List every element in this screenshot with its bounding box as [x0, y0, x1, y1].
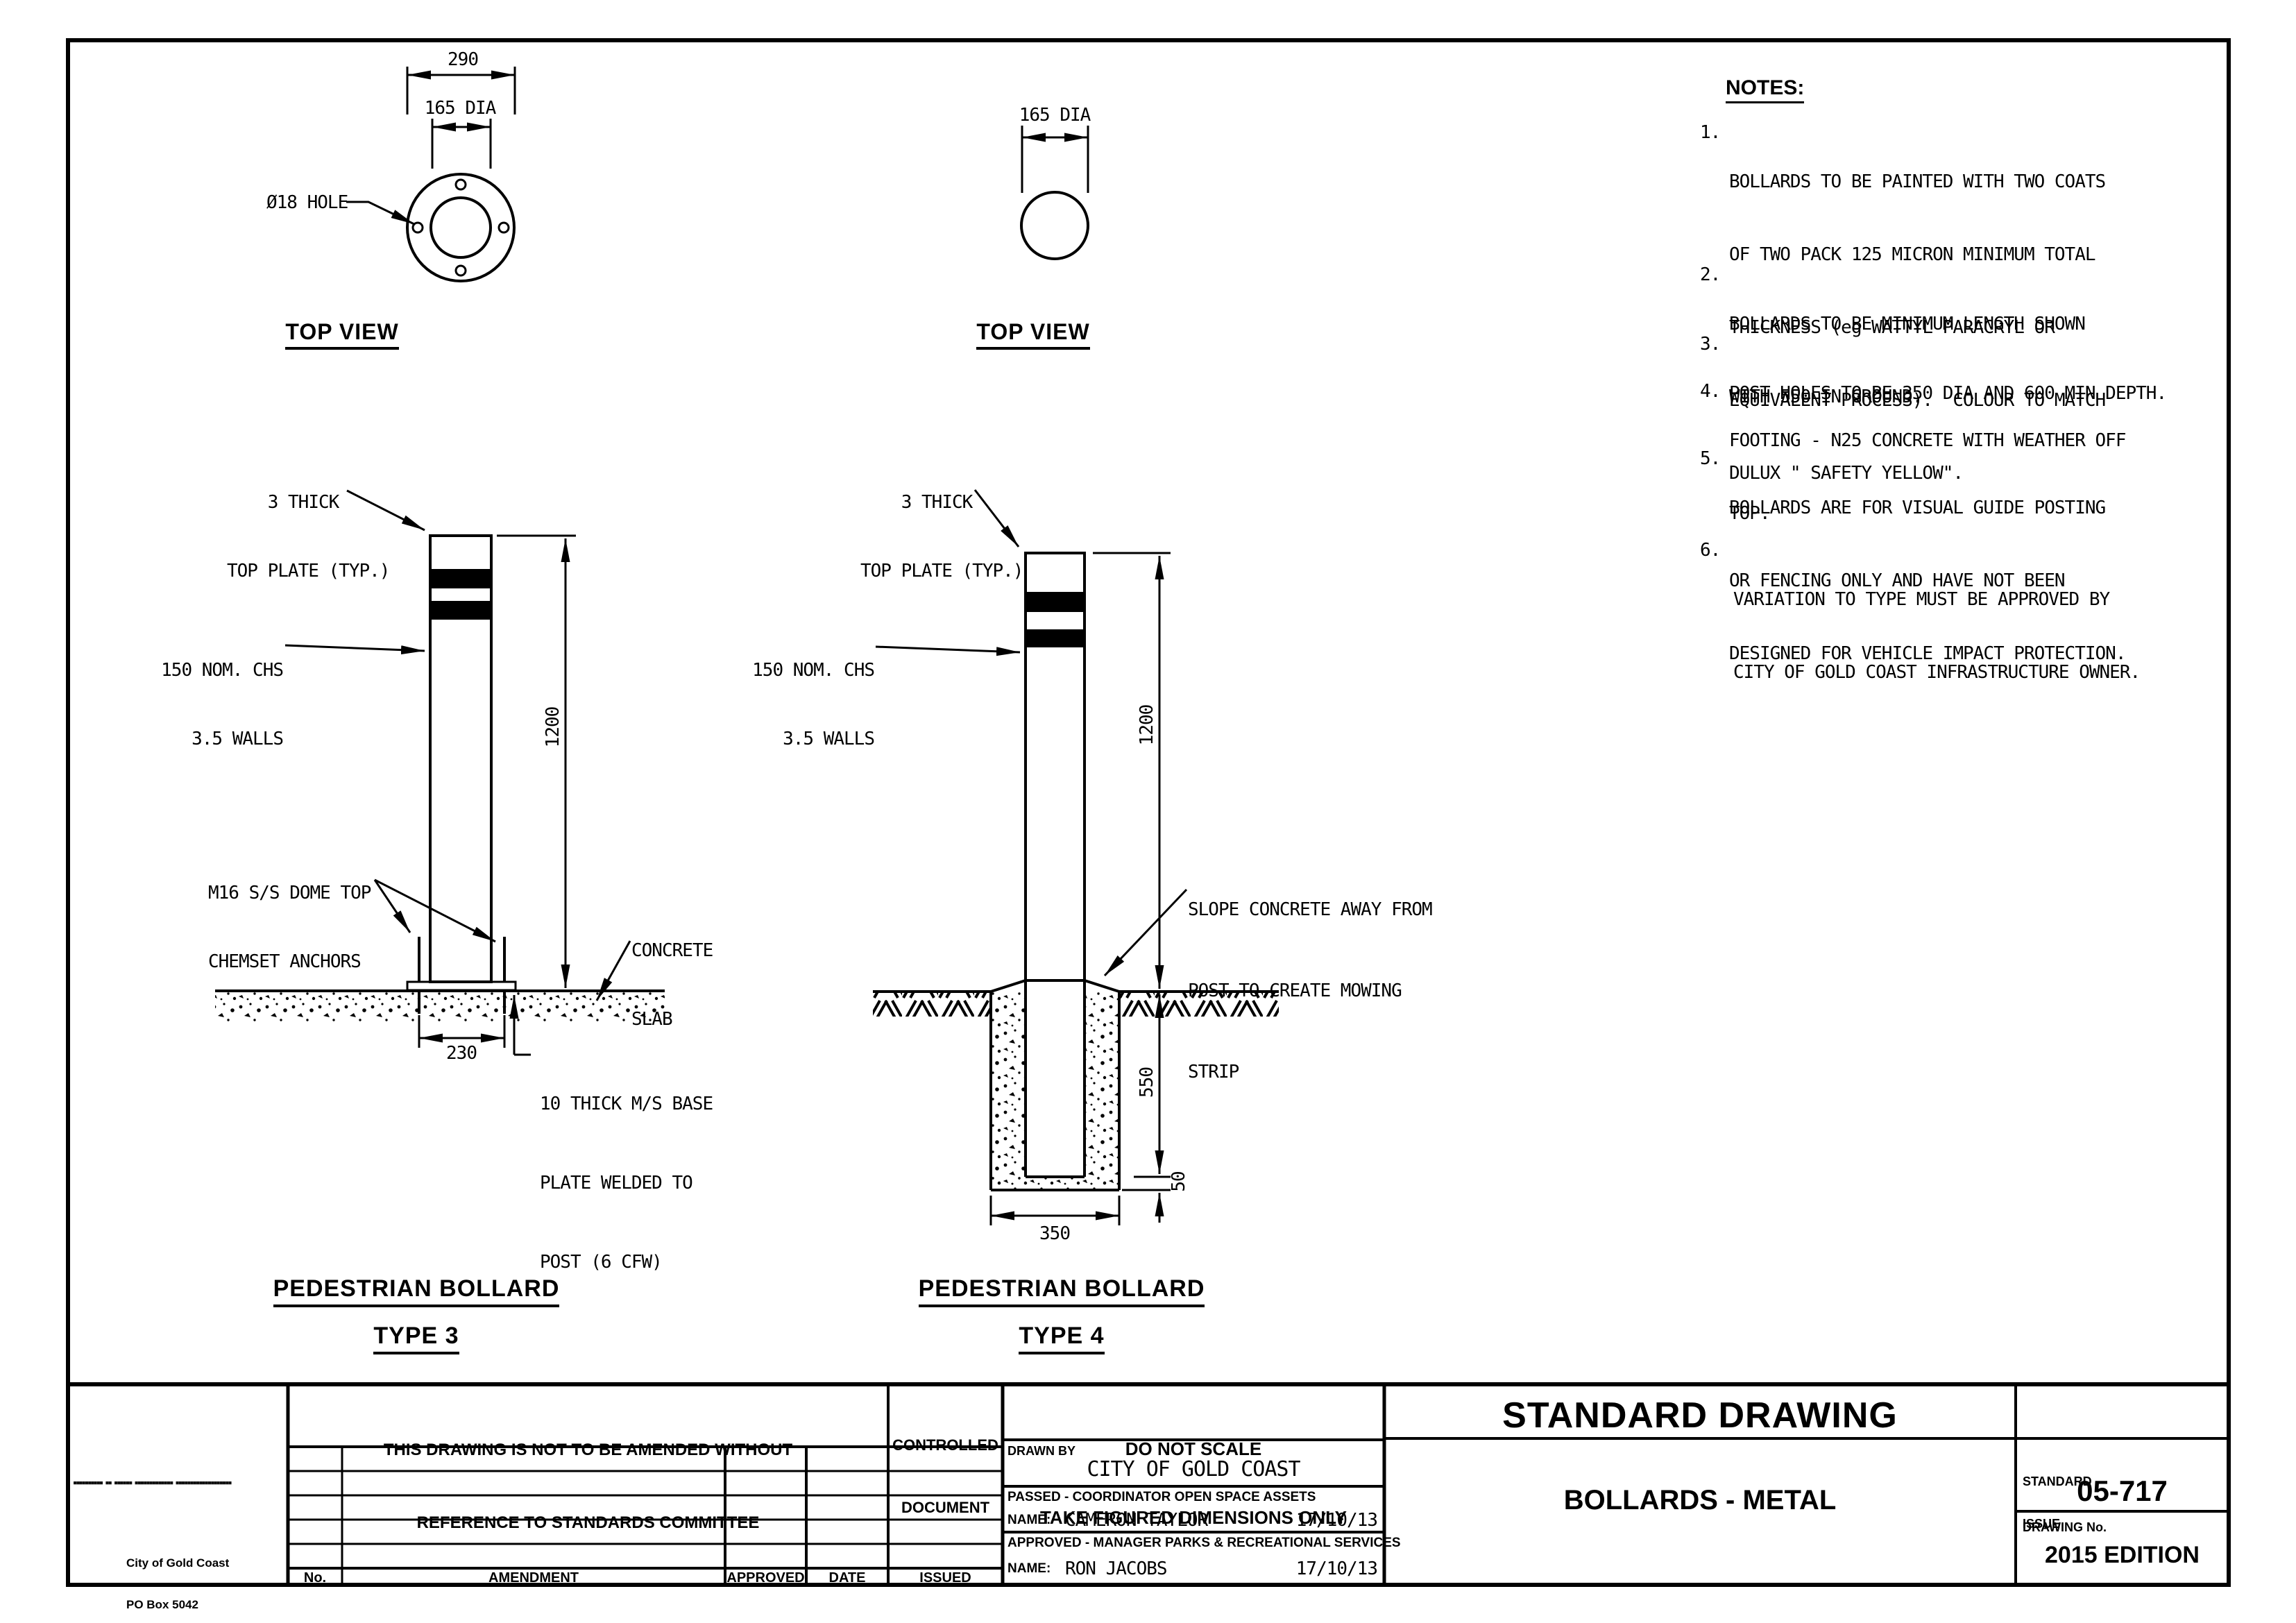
- approved-label: APPROVED - MANAGER PARKS & RECREATIONAL …: [1007, 1536, 1401, 1550]
- type4-dim-350: 350: [1039, 1223, 1071, 1244]
- approved-name-label: NAME:: [1007, 1561, 1051, 1576]
- type4-dim-1200: 1200: [1137, 704, 1157, 746]
- type3-title: PEDESTRIAN BOLLARD: [215, 1275, 618, 1307]
- top-view-title-left: TOP VIEW: [273, 319, 411, 350]
- note-6-text: VARIATION TO TYPE MUST BE APPROVED BY CI…: [1733, 589, 2141, 683]
- note-1-number: 1.: [1700, 122, 1721, 143]
- std-drawing-no-value: 05-717: [2077, 1475, 2168, 1507]
- type3-dim-1200: 1200: [543, 706, 563, 748]
- note-2-text: BOLLARDS TO BE MINIMUM LENGTH SHOWN WITH…: [1729, 314, 2086, 407]
- std-drawing-no-label: STANDARD DRAWING No.: [2023, 1475, 2107, 1534]
- standard-drawing-heading: STANDARD DRAWING: [1502, 1395, 1898, 1436]
- type3-top-plate-callout: 3 THICK TOP PLATE (TYP.): [227, 492, 390, 581]
- do-not-scale-notice: DO NOT SCALE TAKE FIGURED DIMENSIONS ONL…: [1039, 1438, 1347, 1528]
- approved-name-value: RON JACOBS: [1065, 1558, 1168, 1579]
- drawn-by-value: CITY OF GOLD COAST: [1087, 1457, 1300, 1481]
- type4-subtitle: TYPE 4: [860, 1323, 1263, 1354]
- drawing-title: BOLLARDS - METAL: [1563, 1485, 1837, 1515]
- note-2-number: 2.: [1700, 264, 1721, 285]
- note-3-text: POST HOLES TO BE 350 DIA AND 600 MIN DEP…: [1729, 383, 2167, 404]
- hole-callout-label: Ø18 HOLE: [266, 192, 348, 213]
- type4-title: PEDESTRIAN BOLLARD: [860, 1275, 1263, 1307]
- top-view-title-right: TOP VIEW: [964, 319, 1103, 350]
- type4-dim-550: 550: [1137, 1067, 1157, 1098]
- issue-label: ISSUE: [2023, 1517, 2061, 1531]
- col-date-label: DATE: [828, 1570, 866, 1586]
- type4-dim-50: 50: [1168, 1171, 1189, 1192]
- note-5-number: 5.: [1700, 448, 1721, 469]
- org-address: City of Gold Coast PO Box 5042 Gold Coas…: [126, 1556, 230, 1611]
- type3-chs-callout: 150 NOM. CHS 3.5 WALLS: [161, 660, 284, 749]
- controlled-document-label: CONTROLLED DOCUMENT: [892, 1436, 998, 1516]
- passed-date-value: 17/10/13: [1295, 1510, 1378, 1531]
- col-approved-label: APPROVED: [726, 1570, 805, 1586]
- type3-dim-230: 230: [446, 1043, 477, 1064]
- col-no-label: No.: [303, 1570, 327, 1586]
- note-4-text: FOOTING - N25 CONCRETE WITH WEATHER OFF …: [1729, 430, 2126, 524]
- dim-165-label-left: 165 DIA: [424, 98, 497, 119]
- passed-name-value: CAMERON TAYLOR: [1065, 1510, 1208, 1531]
- type4-top-plate-callout: 3 THICK TOP PLATE (TYP.): [860, 492, 1023, 581]
- note-1-text: BOLLARDS TO BE PAINTED WITH TWO COATS OF…: [1729, 171, 2106, 484]
- type4-slope-callout: SLOPE CONCRETE AWAY FROM POST TO CREATE …: [1188, 899, 1433, 1082]
- note-5-text: BOLLARDS ARE FOR VISUAL GUIDE POSTING OR…: [1729, 498, 2126, 664]
- type4-chs-callout: 150 NOM. CHS 3.5 WALLS: [752, 660, 875, 749]
- note-4-number: 4.: [1700, 381, 1721, 402]
- note-3-number: 3.: [1700, 334, 1721, 355]
- col-issued-label: ISSUED: [919, 1570, 971, 1586]
- amendment-notice: THIS DRAWING IS NOT TO BE AMENDED WITHOU…: [383, 1441, 793, 1532]
- col-amendment-label: AMENDMENT: [488, 1570, 579, 1586]
- issue-value: 2015 EDITION: [2045, 1542, 2200, 1568]
- passed-name-label: NAME:: [1007, 1513, 1051, 1527]
- passed-label: PASSED - COORDINATOR OPEN SPACE ASSETS: [1007, 1490, 1316, 1504]
- file-reference-note: ■■■■■■■■■■ ■■ ■■■■■■ ■■■■■■■■■■■■■ ■■■■■…: [74, 1480, 232, 1486]
- type3-baseplate-callout: 10 THICK M/S BASE PLATE WELDED TO POST (…: [540, 1094, 713, 1273]
- type3-slab-callout: CONCRETE SLAB: [631, 940, 713, 1030]
- dim-290-label: 290: [448, 49, 479, 70]
- type3-anchor-callout: M16 S/S DOME TOP CHEMSET ANCHORS: [208, 883, 371, 972]
- note-6-number: 6.: [1700, 540, 1721, 561]
- dim-165-label-right: 165 DIA: [1019, 105, 1091, 126]
- drawn-by-label: DRAWN BY: [1007, 1444, 1075, 1458]
- notes-heading: NOTES:: [1726, 76, 1805, 103]
- approved-date-value: 17/10/13: [1295, 1558, 1378, 1579]
- type3-subtitle: TYPE 3: [215, 1323, 618, 1354]
